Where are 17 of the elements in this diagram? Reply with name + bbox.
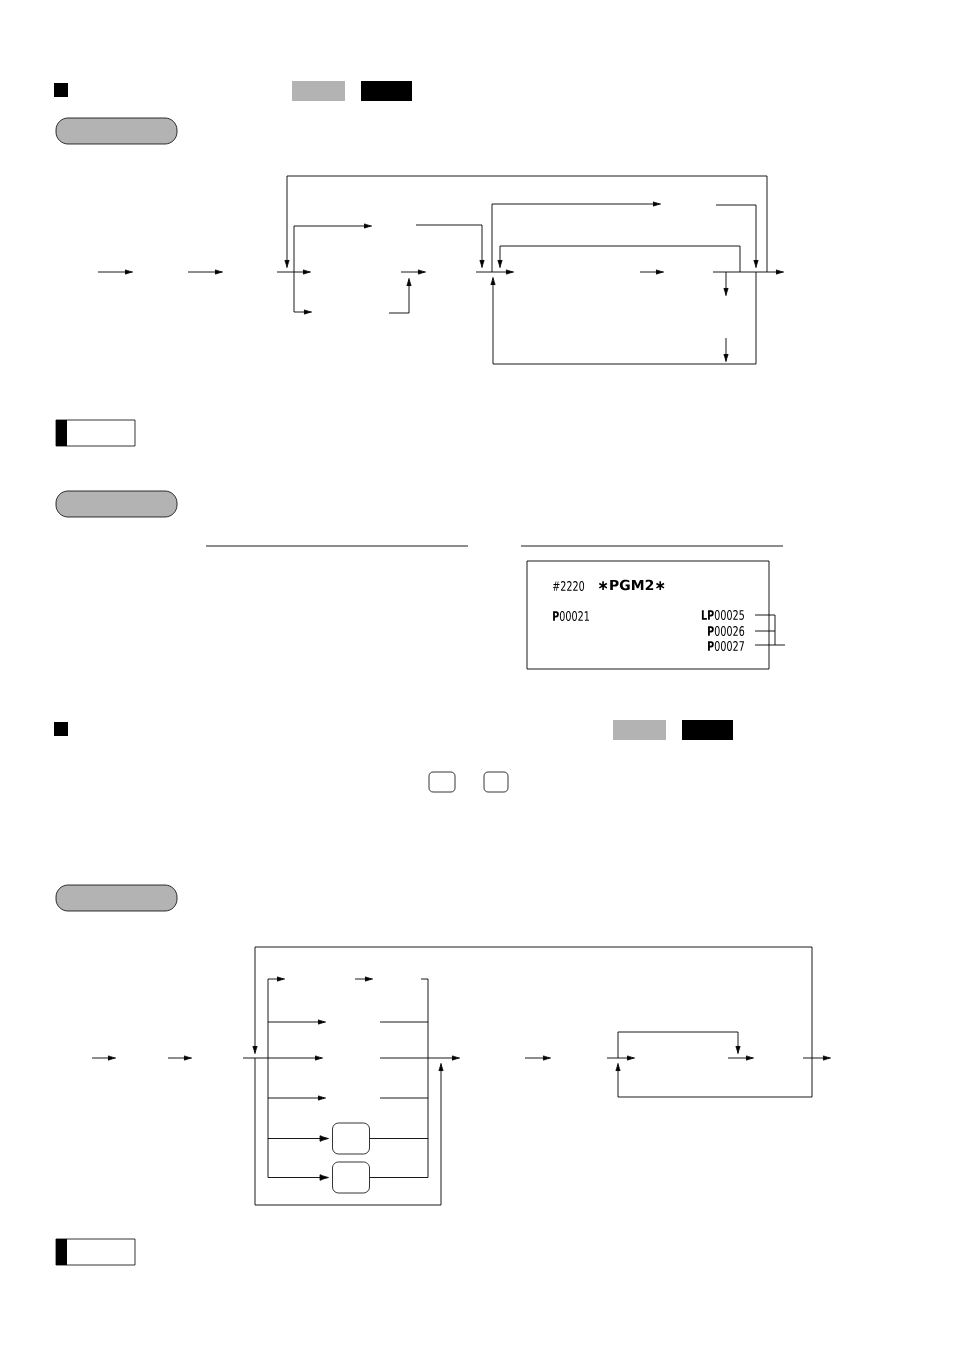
key-symbol <box>483 771 509 793</box>
connector-line <box>369 1138 429 1139</box>
heading-tab <box>55 117 178 145</box>
connector-line <box>369 1177 429 1178</box>
receipt-line: LP00025 <box>701 610 744 620</box>
receipt-line: P00027 <box>708 641 744 651</box>
key-symbol <box>332 1122 370 1155</box>
key-symbol <box>428 771 456 793</box>
arrow <box>267 1174 329 1181</box>
key-symbol <box>332 1161 370 1194</box>
receipt-line: P00026 <box>708 626 745 636</box>
receipt-line: ∗PGM2∗ <box>598 579 665 591</box>
heading-tab <box>55 490 178 518</box>
arrow <box>267 1135 329 1142</box>
receipt-line: P00021 <box>553 611 589 621</box>
heading-tab <box>55 884 178 912</box>
receipt-line: #2220 <box>552 581 585 591</box>
